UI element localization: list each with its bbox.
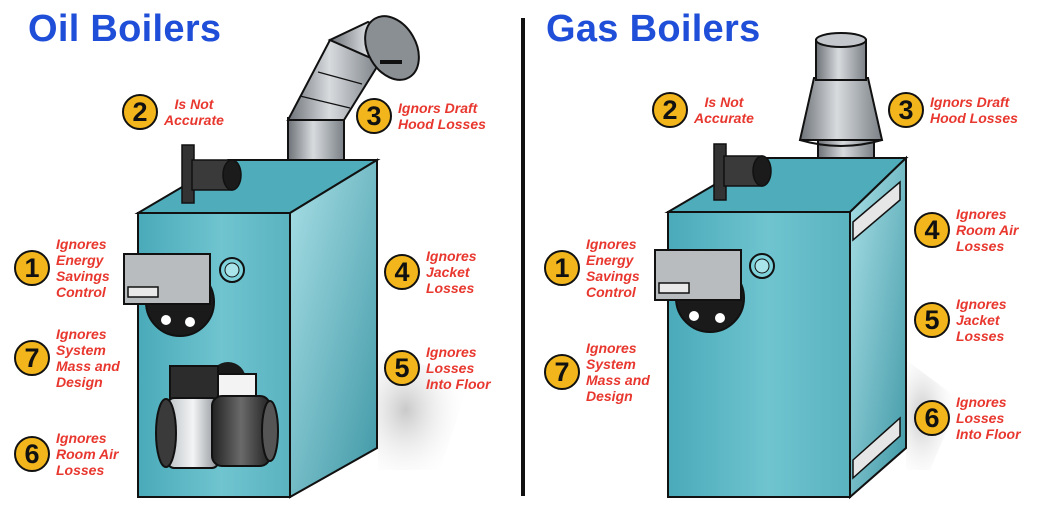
oil-callout-4: 4 Ignores Jacket Losses bbox=[384, 248, 477, 296]
callout-text: Ignores Losses Into Floor bbox=[956, 394, 1021, 442]
gas-callout-6: 6 Ignores Losses Into Floor bbox=[914, 394, 1021, 442]
callout-badge: 5 bbox=[914, 302, 950, 338]
oil-burner bbox=[155, 362, 279, 469]
callout-badge: 7 bbox=[14, 340, 50, 376]
oil-jacket-side bbox=[289, 158, 378, 499]
gas-boilers-title: Gas Boilers bbox=[546, 8, 761, 50]
gas-callout-2: 2 Is Not Accurate bbox=[652, 92, 754, 128]
oil-callout-5: 5 Ignores Losses Into Floor bbox=[384, 344, 491, 392]
gas-draft-hood bbox=[798, 32, 884, 181]
gas-callout-1: 1 Ignores Energy Savings Control bbox=[544, 236, 640, 300]
oil-flue-pipe bbox=[286, 15, 420, 185]
gas-callout-5: 5 Ignores Jacket Losses bbox=[914, 296, 1007, 344]
callout-text: Ignores Energy Savings Control bbox=[586, 236, 640, 300]
callout-badge: 4 bbox=[384, 254, 420, 290]
callout-text: Is Not Accurate bbox=[694, 94, 754, 126]
oil-callout-7: 7 Ignores System Mass and Design bbox=[14, 326, 120, 390]
callout-badge: 2 bbox=[652, 92, 688, 128]
callout-text: Ignores System Mass and Design bbox=[56, 326, 120, 390]
oil-relief-pipe bbox=[181, 144, 242, 204]
gas-relief-pipe bbox=[713, 143, 772, 201]
callout-badge: 2 bbox=[122, 94, 158, 130]
callout-badge: 1 bbox=[544, 250, 580, 286]
callout-badge: 5 bbox=[384, 350, 420, 386]
callout-text: Ignores Room Air Losses bbox=[956, 206, 1019, 254]
callout-badge: 6 bbox=[14, 436, 50, 472]
callout-badge: 1 bbox=[14, 250, 50, 286]
callout-badge: 6 bbox=[914, 400, 950, 436]
gas-callout-4: 4 Ignores Room Air Losses bbox=[914, 206, 1018, 254]
callout-text: Ignores System Mass and Design bbox=[586, 340, 650, 404]
oil-callout-3: 3 Ignors Draft Hood Losses bbox=[356, 98, 486, 134]
callout-badge: 3 bbox=[356, 98, 392, 134]
gas-control-box bbox=[654, 249, 745, 333]
callout-text: Ignors Draft Hood Losses bbox=[930, 94, 1018, 126]
oil-boilers-title: Oil Boilers bbox=[28, 8, 222, 50]
callout-text: Ignores Jacket Losses bbox=[426, 248, 477, 296]
callout-badge: 7 bbox=[544, 354, 580, 390]
gas-vent-upper bbox=[852, 180, 901, 242]
oil-callout-1: 1 Ignores Energy Savings Control bbox=[14, 236, 110, 300]
oil-callout-6: 6 Ignores Room Air Losses bbox=[14, 430, 118, 478]
gas-vent-lower bbox=[852, 416, 901, 480]
gas-callout-3: 3 Ignors Draft Hood Losses bbox=[888, 92, 1018, 128]
gas-callout-7: 7 Ignores System Mass and Design bbox=[544, 340, 650, 404]
oil-boiler bbox=[123, 15, 470, 499]
callout-badge: 4 bbox=[914, 212, 950, 248]
callout-text: Ignores Room Air Losses bbox=[56, 430, 119, 478]
panel-divider bbox=[521, 18, 525, 496]
callout-badge: 3 bbox=[888, 92, 924, 128]
callout-text: Ignors Draft Hood Losses bbox=[398, 100, 486, 132]
callout-text: Ignores Energy Savings Control bbox=[56, 236, 110, 300]
callout-text: Ignores Jacket Losses bbox=[956, 296, 1007, 344]
callout-text: Is Not Accurate bbox=[164, 96, 224, 128]
gas-boiler bbox=[654, 32, 960, 500]
oil-control-box bbox=[123, 253, 215, 337]
callout-text: Ignores Losses Into Floor bbox=[426, 344, 491, 392]
oil-callout-2: 2 Is Not Accurate bbox=[122, 94, 224, 130]
